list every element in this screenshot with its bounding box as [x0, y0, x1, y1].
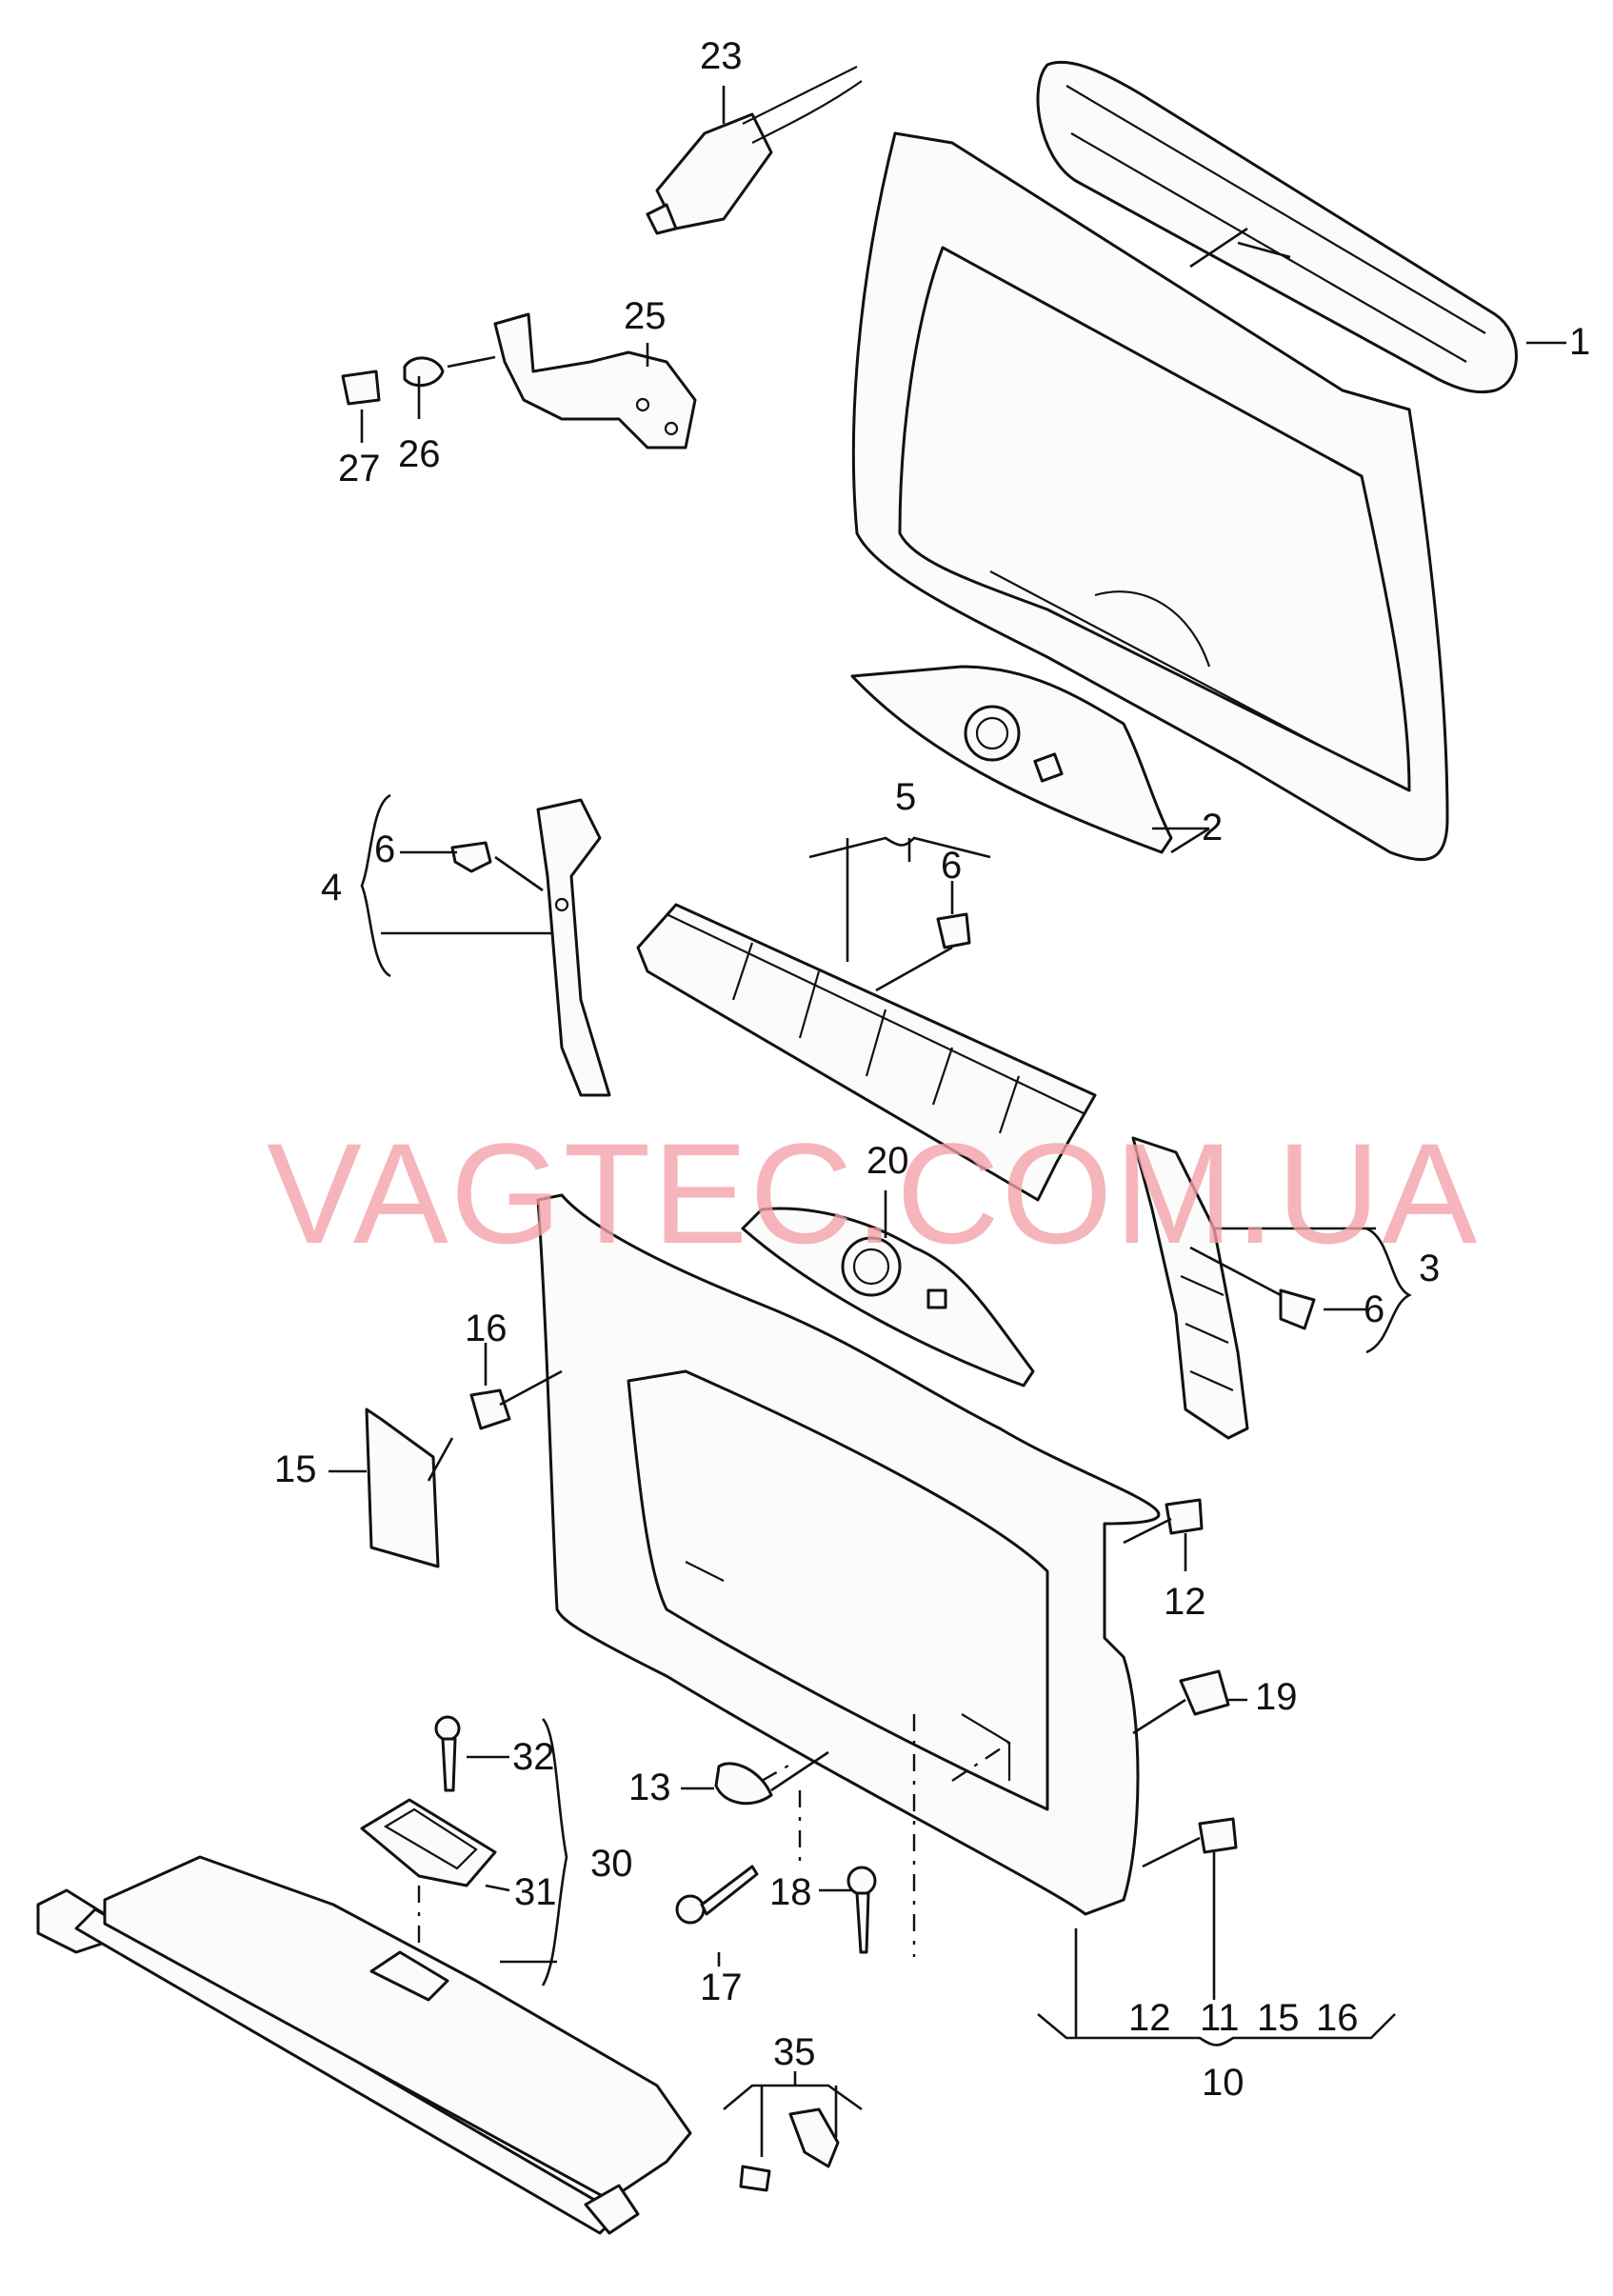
callout-31: 31: [514, 1871, 557, 1913]
part-3-right-pillar-trim[interactable]: [1131, 1136, 1249, 1440]
callout-3: 3: [1419, 1248, 1440, 1289]
callout-4: 4: [321, 867, 342, 908]
callout-16-upper: 16: [465, 1308, 508, 1349]
part-35-latch[interactable]: [739, 2107, 840, 2192]
screw-17[interactable]: [675, 1865, 759, 1925]
callout-16-lower: 16: [1316, 1997, 1359, 2039]
callout-12-upper: 12: [1164, 1581, 1206, 1623]
callout-32: 32: [512, 1736, 555, 1778]
callout-15-left: 15: [274, 1448, 317, 1490]
tailgate-window-frame[interactable]: [851, 131, 1449, 861]
callout-25: 25: [624, 295, 667, 337]
callout-6-left: 6: [374, 829, 395, 870]
part-16-clip[interactable]: [469, 1388, 511, 1430]
callout-20: 20: [866, 1140, 909, 1182]
part-10-tailgate-trim-panel[interactable]: [536, 1193, 1161, 1916]
callout-labels: 1 2 23 25 26 27 4 6 5 6 3 6 20 16 15 12 …: [274, 35, 1590, 2104]
part-23-bracket[interactable]: [646, 66, 863, 235]
part-15-cover-plate[interactable]: [365, 1408, 440, 1568]
part-20-handle-trim[interactable]: [741, 1207, 1035, 1388]
callout-15-lower: 15: [1257, 1997, 1300, 2039]
callout-10: 10: [1202, 2062, 1245, 2104]
part-2-lower-trim[interactable]: [850, 665, 1173, 854]
leader-lines: [329, 86, 1566, 2157]
part-5-upper-trim-strip[interactable]: [636, 903, 1097, 1202]
callout-23: 23: [700, 35, 743, 77]
part-26-clip[interactable]: [403, 356, 445, 388]
watermark: VAGTEC.COM.UA: [267, 1113, 1479, 1273]
part-31-handle-bezel[interactable]: [360, 1798, 497, 2002]
clip-6-right[interactable]: [1279, 1288, 1316, 1330]
callout-6-center: 6: [941, 845, 962, 887]
callout-2: 2: [1202, 807, 1223, 849]
callout-18: 18: [769, 1871, 812, 1913]
clip-11[interactable]: [1198, 1817, 1238, 1854]
clip-6-center[interactable]: [936, 912, 971, 949]
callout-6-right: 6: [1364, 1288, 1384, 1330]
callout-13: 13: [628, 1767, 671, 1808]
part-27-clip[interactable]: [341, 369, 381, 406]
clip-6-left[interactable]: [450, 841, 492, 873]
screw-18[interactable]: [846, 1866, 877, 1954]
callout-1: 1: [1569, 321, 1590, 363]
clip-19[interactable]: [1179, 1669, 1230, 1716]
clip-12-upper[interactable]: [1165, 1498, 1204, 1535]
part-13-cap[interactable]: [714, 1762, 773, 1806]
callout-5: 5: [895, 776, 916, 818]
callout-27: 27: [338, 448, 381, 489]
callout-12-lower: 12: [1128, 1997, 1171, 2039]
callout-11: 11: [1200, 1997, 1240, 2039]
part-1-window-seal[interactable]: [1036, 60, 1518, 394]
callout-26: 26: [398, 433, 441, 475]
part-25-mount[interactable]: [493, 312, 697, 449]
callout-35: 35: [773, 2031, 816, 2073]
part-30-cargo-cover[interactable]: [36, 1855, 692, 2235]
callout-19: 19: [1255, 1676, 1298, 1718]
part-4-left-pillar-trim[interactable]: [536, 798, 611, 1097]
callout-30: 30: [590, 1843, 633, 1885]
callout-17: 17: [700, 1967, 743, 2008]
screw-32[interactable]: [434, 1715, 461, 1792]
